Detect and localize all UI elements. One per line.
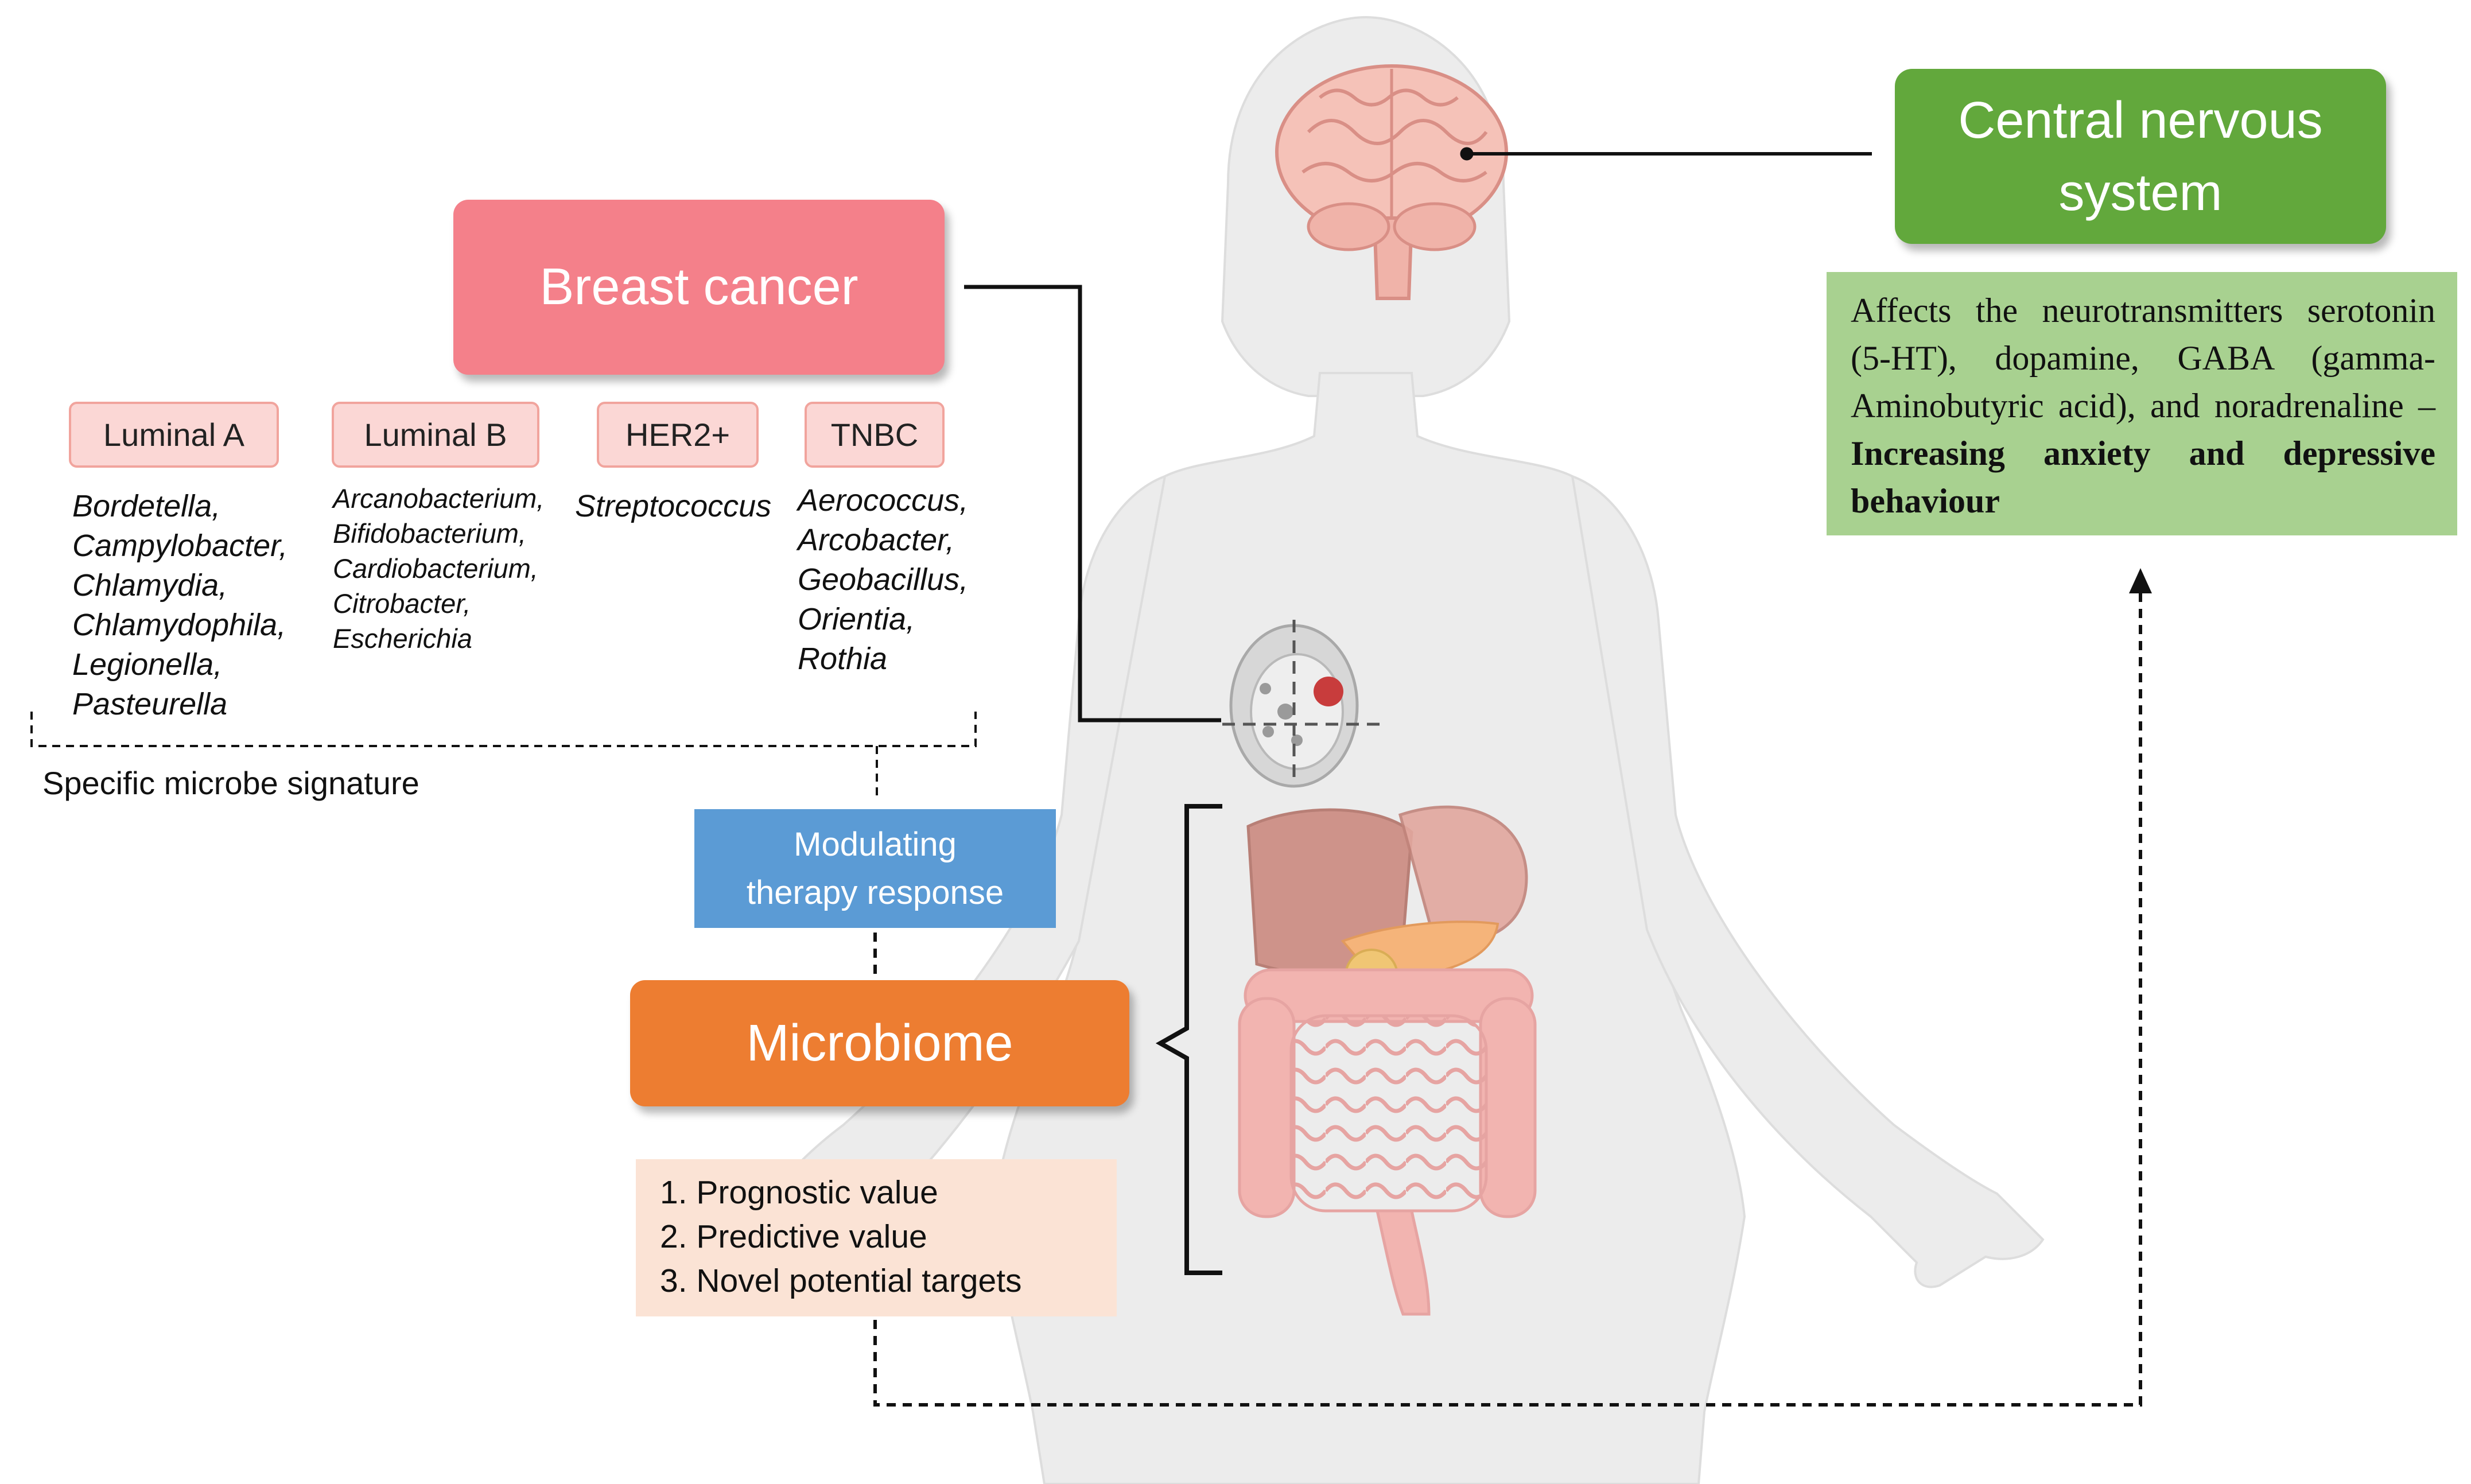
signature-bracket bbox=[30, 712, 977, 798]
breast-tissue-illustration bbox=[1222, 620, 1383, 788]
gut-bracket bbox=[1155, 804, 1222, 1275]
modulating-line-1: Modulating bbox=[794, 825, 957, 863]
microbe-name: Rothia bbox=[798, 642, 888, 676]
microbe-name: Legionella, bbox=[72, 647, 223, 682]
microbe-name: Aerococcus, bbox=[798, 483, 969, 518]
cns-title: Central nervous system bbox=[1958, 91, 2323, 222]
subtype-tnbc: TNBC bbox=[805, 402, 945, 468]
microbe-name: Bifidobacterium, bbox=[333, 518, 526, 549]
cns-description-text: Affects the neurotransmitters serotonin … bbox=[1851, 292, 2435, 425]
microbe-name: Chlamydia, bbox=[72, 568, 228, 603]
breast-cancer-connector bbox=[964, 285, 1221, 722]
subtype-luminal-b: Luminal B bbox=[332, 402, 539, 468]
connector-lines bbox=[30, 147, 2152, 1407]
microbiome-title: Microbiome bbox=[746, 1014, 1013, 1072]
microbiome-box: Microbiome bbox=[630, 980, 1129, 1106]
breast-cancer-title: Breast cancer bbox=[539, 258, 858, 316]
microbe-name: Geobacillus, bbox=[798, 562, 969, 597]
luminal-b-microbe-list: Arcanobacterium, Bifidobacterium, Cardio… bbox=[333, 481, 544, 656]
microbe-name: Orientia, bbox=[798, 602, 915, 636]
brain-illustration bbox=[1275, 64, 1508, 300]
microbe-name: Citrobacter, bbox=[333, 588, 471, 619]
value-item: 2. Predictive value bbox=[660, 1218, 927, 1255]
modulating-line-2: therapy response bbox=[746, 873, 1004, 911]
subtype-her2: HER2+ bbox=[597, 402, 759, 468]
modulating-therapy-response-box: Modulating therapy response bbox=[694, 809, 1056, 928]
microbe-name: Campylobacter, bbox=[72, 529, 288, 563]
cns-arrowhead bbox=[2129, 568, 2152, 593]
microbe-name: Arcobacter, bbox=[798, 523, 955, 557]
specific-microbe-signature-label: Specific microbe signature bbox=[42, 765, 419, 801]
value-item: 1. Prognostic value bbox=[660, 1174, 938, 1211]
her2-microbe-list: Streptococcus bbox=[575, 487, 771, 526]
cns-description-emphasis: Increasing anxiety and depressive behavi… bbox=[1851, 434, 2435, 520]
value-item: 3. Novel potential targets bbox=[660, 1262, 1022, 1299]
subtype-label: TNBC bbox=[830, 417, 919, 453]
microbe-name: Streptococcus bbox=[575, 489, 772, 523]
microbe-name: Cardiobacterium, bbox=[333, 553, 538, 584]
brain-anchor-dot bbox=[1460, 147, 1474, 161]
luminal-a-microbe-list: Bordetella, Campylobacter, Chlamydia, Ch… bbox=[72, 487, 287, 724]
microbiome-values-box: 1. Prognostic value 2. Predictive value … bbox=[636, 1159, 1117, 1316]
right-arm-silhouette bbox=[1571, 474, 2045, 1288]
microbe-name: Arcanobacterium, bbox=[333, 483, 545, 514]
subtype-label: HER2+ bbox=[625, 417, 731, 453]
subtype-label: Luminal A bbox=[103, 417, 244, 453]
microbe-name: Chlamydophila, bbox=[72, 608, 286, 642]
subtype-luminal-a: Luminal A bbox=[69, 402, 279, 468]
subtype-label: Luminal B bbox=[364, 417, 507, 453]
microbiome-to-cns-connector bbox=[873, 591, 2142, 1407]
gut-organs-illustration bbox=[1238, 805, 1537, 1316]
central-nervous-system-box: Central nervous system bbox=[1895, 69, 2386, 244]
breast-cancer-box: Breast cancer bbox=[453, 200, 945, 375]
microbe-name: Bordetella, bbox=[72, 489, 221, 523]
microbe-name: Escherichia bbox=[333, 623, 472, 654]
tnbc-microbe-list: Aerococcus, Arcobacter, Geobacillus, Ori… bbox=[798, 481, 968, 679]
microbe-name: Pasteurella bbox=[72, 687, 228, 721]
cns-description-box: Affects the neurotransmitters serotonin … bbox=[1827, 272, 2457, 535]
